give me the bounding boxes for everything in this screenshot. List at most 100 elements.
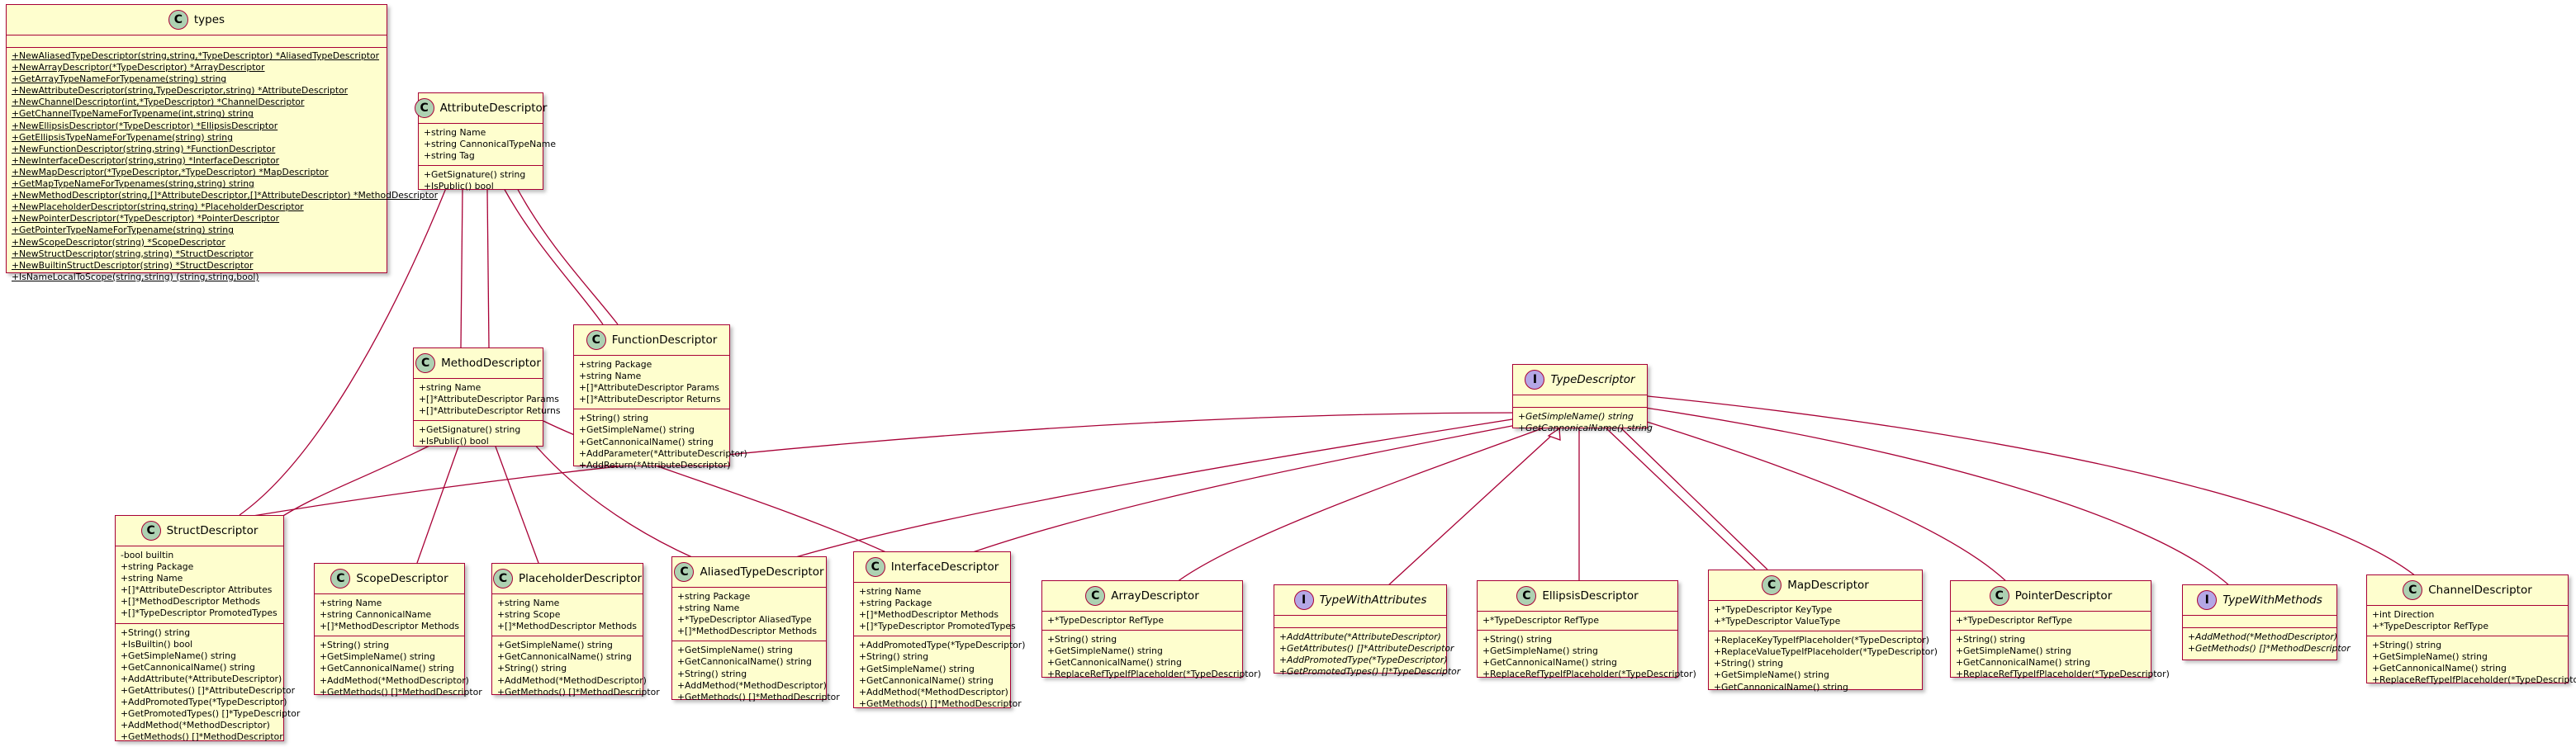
class-function-descriptor[interactable]: C FunctionDescriptor +string Package +st… [573, 324, 747, 470]
method-row: +AddMethod(*MethodDescriptor) [121, 720, 270, 731]
relation-td-to-channel [1647, 395, 2417, 577]
relation-attr-to-function-b [515, 186, 619, 325]
class-pointer-descriptor[interactable]: C PointerDescriptor +*TypeDescriptor Ref… [1950, 580, 2170, 679]
method-row: +GetCannonicalName() string [1714, 681, 1848, 693]
field-row: +string Tag [424, 150, 475, 162]
method-row: +GetSimpleName() string [859, 663, 975, 674]
field-row: +*TypeDescriptor KeyType [1714, 604, 1833, 615]
method-row: +GetMethods() []*MethodDescriptor [497, 686, 660, 697]
method-row: +AddParameter(*AttributeDescriptor) [579, 447, 747, 459]
method-row: +IsPublic() bool [424, 181, 494, 192]
class-channel-descriptor[interactable]: C ChannelDescriptor +int Direction +*Typ… [2366, 574, 2576, 685]
method-section: +GetSignature() string +IsPublic() bool [419, 166, 543, 196]
field-section [7, 35, 387, 48]
method-row: +GetAttributes() []*AttributeDescriptor [1279, 643, 1454, 655]
method-row: +GetPromotedTypes() []*TypeDescriptor [1279, 666, 1461, 678]
method-row: +ReplaceRefTypeIfPlaceholder(*TypeDescri… [2372, 674, 2576, 686]
method-row: +GetSimpleName() string [1047, 645, 1163, 657]
class-header: C types [7, 5, 387, 35]
field-row: +string Package [579, 359, 652, 370]
method-section: +AddAttribute(*AttributeDescriptor) +Get… [1274, 628, 1461, 681]
field-row: +string Name [320, 598, 382, 608]
class-badge-icon: C [414, 98, 434, 118]
class-placeholder-descriptor[interactable]: C PlaceholderDescriptor +string Name +st… [491, 563, 660, 697]
method-section: +String() string +GetSimpleName() string… [1042, 631, 1261, 683]
method-row: +GetMethods() []*MethodDescriptor [859, 697, 1022, 709]
field-section: +string Name +string CannonicalName +[]*… [315, 594, 464, 637]
method-section: +GetSimpleName() string +GetCannonicalNa… [672, 641, 840, 706]
relation-method-to-scope [416, 446, 459, 564]
class-method-descriptor[interactable]: C MethodDescriptor +string Name +[]*Attr… [413, 347, 561, 447]
method-row: +NewPointerDescriptor(*TypeDescriptor) *… [12, 213, 280, 225]
method-row: +AddPromotedType(*TypeDescriptor) [121, 697, 287, 708]
field-row: +string Scope [497, 609, 561, 621]
field-row: -bool builtin [121, 550, 174, 560]
class-aliased-type-descriptor[interactable]: C AliasedTypeDescriptor +string Package … [671, 556, 840, 702]
relation-td-to-withmethods [1644, 407, 2231, 587]
method-row: +NewInterfaceDescriptor(string,string) *… [12, 154, 280, 166]
method-row: +GetCannonicalName() string [2372, 663, 2507, 674]
interface-type-descriptor[interactable]: I TypeDescriptor +GetSimpleName() string… [1512, 364, 1653, 433]
interface-type-with-attributes[interactable]: I TypeWithAttributes +AddAttribute(*Attr… [1274, 584, 1460, 677]
class-badge-icon: C [1989, 586, 2009, 606]
class-attribute-descriptor[interactable]: C AttributeDescriptor +string Name +stri… [414, 92, 556, 191]
field-row: +[]*MethodDescriptor Methods [497, 621, 638, 632]
field-row: +string Name [121, 573, 183, 584]
class-badge-icon: C [2403, 580, 2423, 600]
method-row: +ReplaceKeyTypeIfPlaceholder(*TypeDescri… [1714, 635, 1929, 646]
relation-attr-to-method-b [486, 189, 490, 348]
method-row: +AddMethod(*MethodDescriptor) [320, 674, 469, 686]
class-header: C MapDescriptor [1709, 570, 1922, 601]
class-badge-icon: C [1085, 586, 1106, 606]
field-section: +string Name +string CannonicalTypeName … [419, 124, 556, 167]
field-row: +string Name [424, 127, 486, 138]
method-row: +GetCannonicalName() string [121, 661, 255, 673]
class-ellipsis-descriptor[interactable]: C EllipsisDescriptor +*TypeDescriptor Re… [1477, 580, 1696, 679]
method-section: +String() string +IsBuiltin() bool +GetS… [116, 624, 300, 747]
class-header: C AttributeDescriptor [414, 93, 547, 124]
class-name: TypeWithAttributes [1319, 593, 1427, 607]
class-scope-descriptor[interactable]: C ScopeDescriptor +string Name +string C… [314, 563, 482, 697]
class-interface-descriptor[interactable]: C InterfaceDescriptor +string Name +stri… [853, 551, 1025, 709]
class-name: PlaceholderDescriptor [518, 572, 642, 585]
relation-attr-to-struct [239, 187, 447, 516]
method-row: +String() string [859, 651, 929, 663]
class-name: PointerDescriptor [2014, 589, 2113, 603]
class-struct-descriptor[interactable]: C StructDescriptor -bool builtin +string… [115, 515, 300, 742]
class-array-descriptor[interactable]: C ArrayDescriptor +*TypeDescriptor RefTy… [1041, 580, 1261, 679]
relation-td-to-interface [970, 420, 1539, 554]
method-row: +NewMethodDescriptor(string,[]*Attribute… [12, 190, 439, 201]
field-row: +string Package [859, 598, 932, 609]
class-header: C MethodDescriptor [414, 348, 543, 379]
method-row: +NewScopeDescriptor(string) *ScopeDescri… [12, 236, 225, 248]
method-row: +NewArrayDescriptor(*TypeDescriptor) *Ar… [12, 62, 265, 73]
field-row: +[]*MethodDescriptor Methods [677, 626, 818, 637]
class-name: AttributeDescriptor [439, 102, 548, 115]
class-types[interactable]: C types +NewAliasedTypeDescriptor(string… [6, 4, 439, 282]
class-name: MethodDescriptor [441, 357, 541, 370]
field-row: +string Package [121, 561, 194, 573]
method-row: +AddReturn(*AttributeDescriptor) [579, 459, 731, 470]
method-row: +GetEllipsisTypeNameForTypename(string) … [12, 131, 233, 143]
method-section: +AddMethod(*MethodDescriptor) +GetMethod… [2183, 628, 2351, 658]
interface-type-with-methods[interactable]: I TypeWithMethods +AddMethod(*MethodDesc… [2182, 584, 2351, 660]
class-name: StructDescriptor [166, 524, 259, 537]
class-header: I TypeWithMethods [2183, 585, 2336, 616]
method-row: +GetCannonicalName() string [1483, 657, 1617, 669]
method-row: +NewAliasedTypeDescriptor(string,string,… [12, 50, 380, 61]
field-section: +int Direction +*TypeDescriptor RefType [2367, 606, 2568, 637]
method-row: +GetCannonicalName() string [497, 651, 632, 663]
interface-badge-icon: I [2197, 590, 2218, 610]
method-row: +NewChannelDescriptor(int,*TypeDescripto… [12, 97, 305, 108]
class-header: I TypeDescriptor [1513, 365, 1647, 395]
field-section [1274, 616, 1446, 628]
relation-attr-to-method-a [460, 189, 463, 348]
method-row: +GetSignature() string [424, 169, 526, 181]
class-badge-icon: C [674, 562, 695, 582]
method-row: +GetCannonicalName() string [677, 656, 812, 668]
relation-method-to-struct [276, 445, 430, 521]
method-section: +String() string +GetSimpleName() string… [2367, 636, 2576, 689]
class-map-descriptor[interactable]: C MapDescriptor +*TypeDescriptor KeyType… [1708, 570, 1938, 693]
relation-td-to-map-a [1606, 428, 1756, 570]
